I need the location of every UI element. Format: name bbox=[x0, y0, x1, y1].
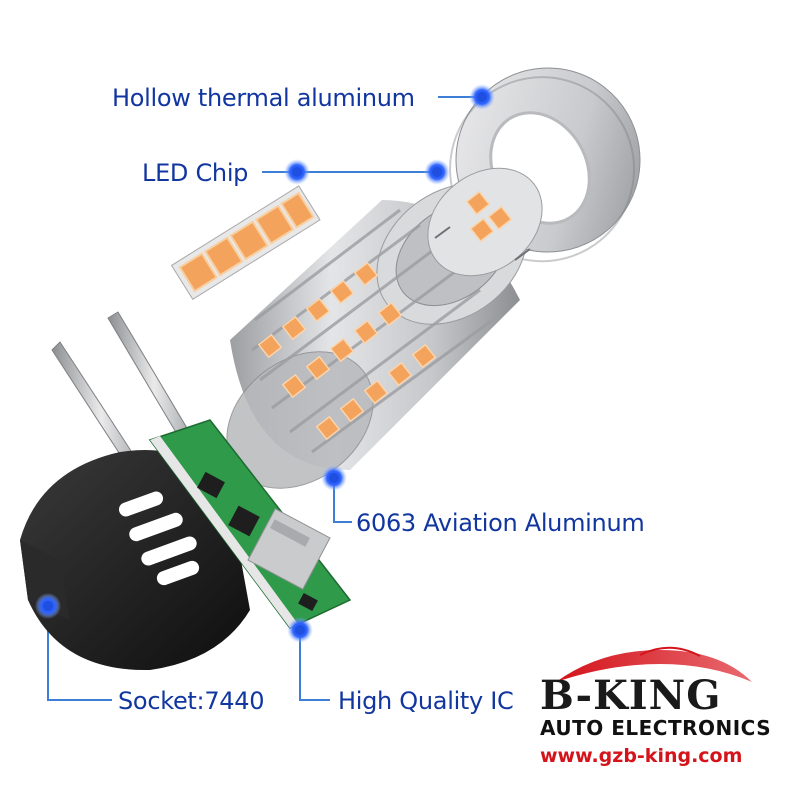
callout-line-aviation bbox=[333, 482, 352, 523]
label-aviation-aluminum: 6063 Aviation Aluminum bbox=[356, 509, 645, 537]
led-chip-strip bbox=[170, 185, 321, 301]
callout-line-socket bbox=[47, 608, 112, 701]
brand-name: B-KING bbox=[540, 672, 722, 719]
label-socket: Socket:7440 bbox=[118, 687, 265, 715]
label-high-quality-ic: High Quality IC bbox=[338, 687, 514, 715]
top-led-disc bbox=[427, 167, 543, 277]
pcb-driver-board bbox=[148, 419, 352, 629]
label-hollow-thermal-aluminum: Hollow thermal aluminum bbox=[112, 84, 415, 112]
socket-7440 bbox=[20, 450, 250, 671]
brand-car-logo bbox=[556, 646, 752, 682]
brand-url: www.gzb-king.com bbox=[540, 745, 743, 767]
callout-line-ic bbox=[299, 632, 330, 701]
brand-tagline: AUTO ELECTRONICS bbox=[540, 716, 772, 740]
label-led-chip: LED Chip bbox=[142, 159, 249, 187]
callout-dots bbox=[35, 84, 495, 643]
